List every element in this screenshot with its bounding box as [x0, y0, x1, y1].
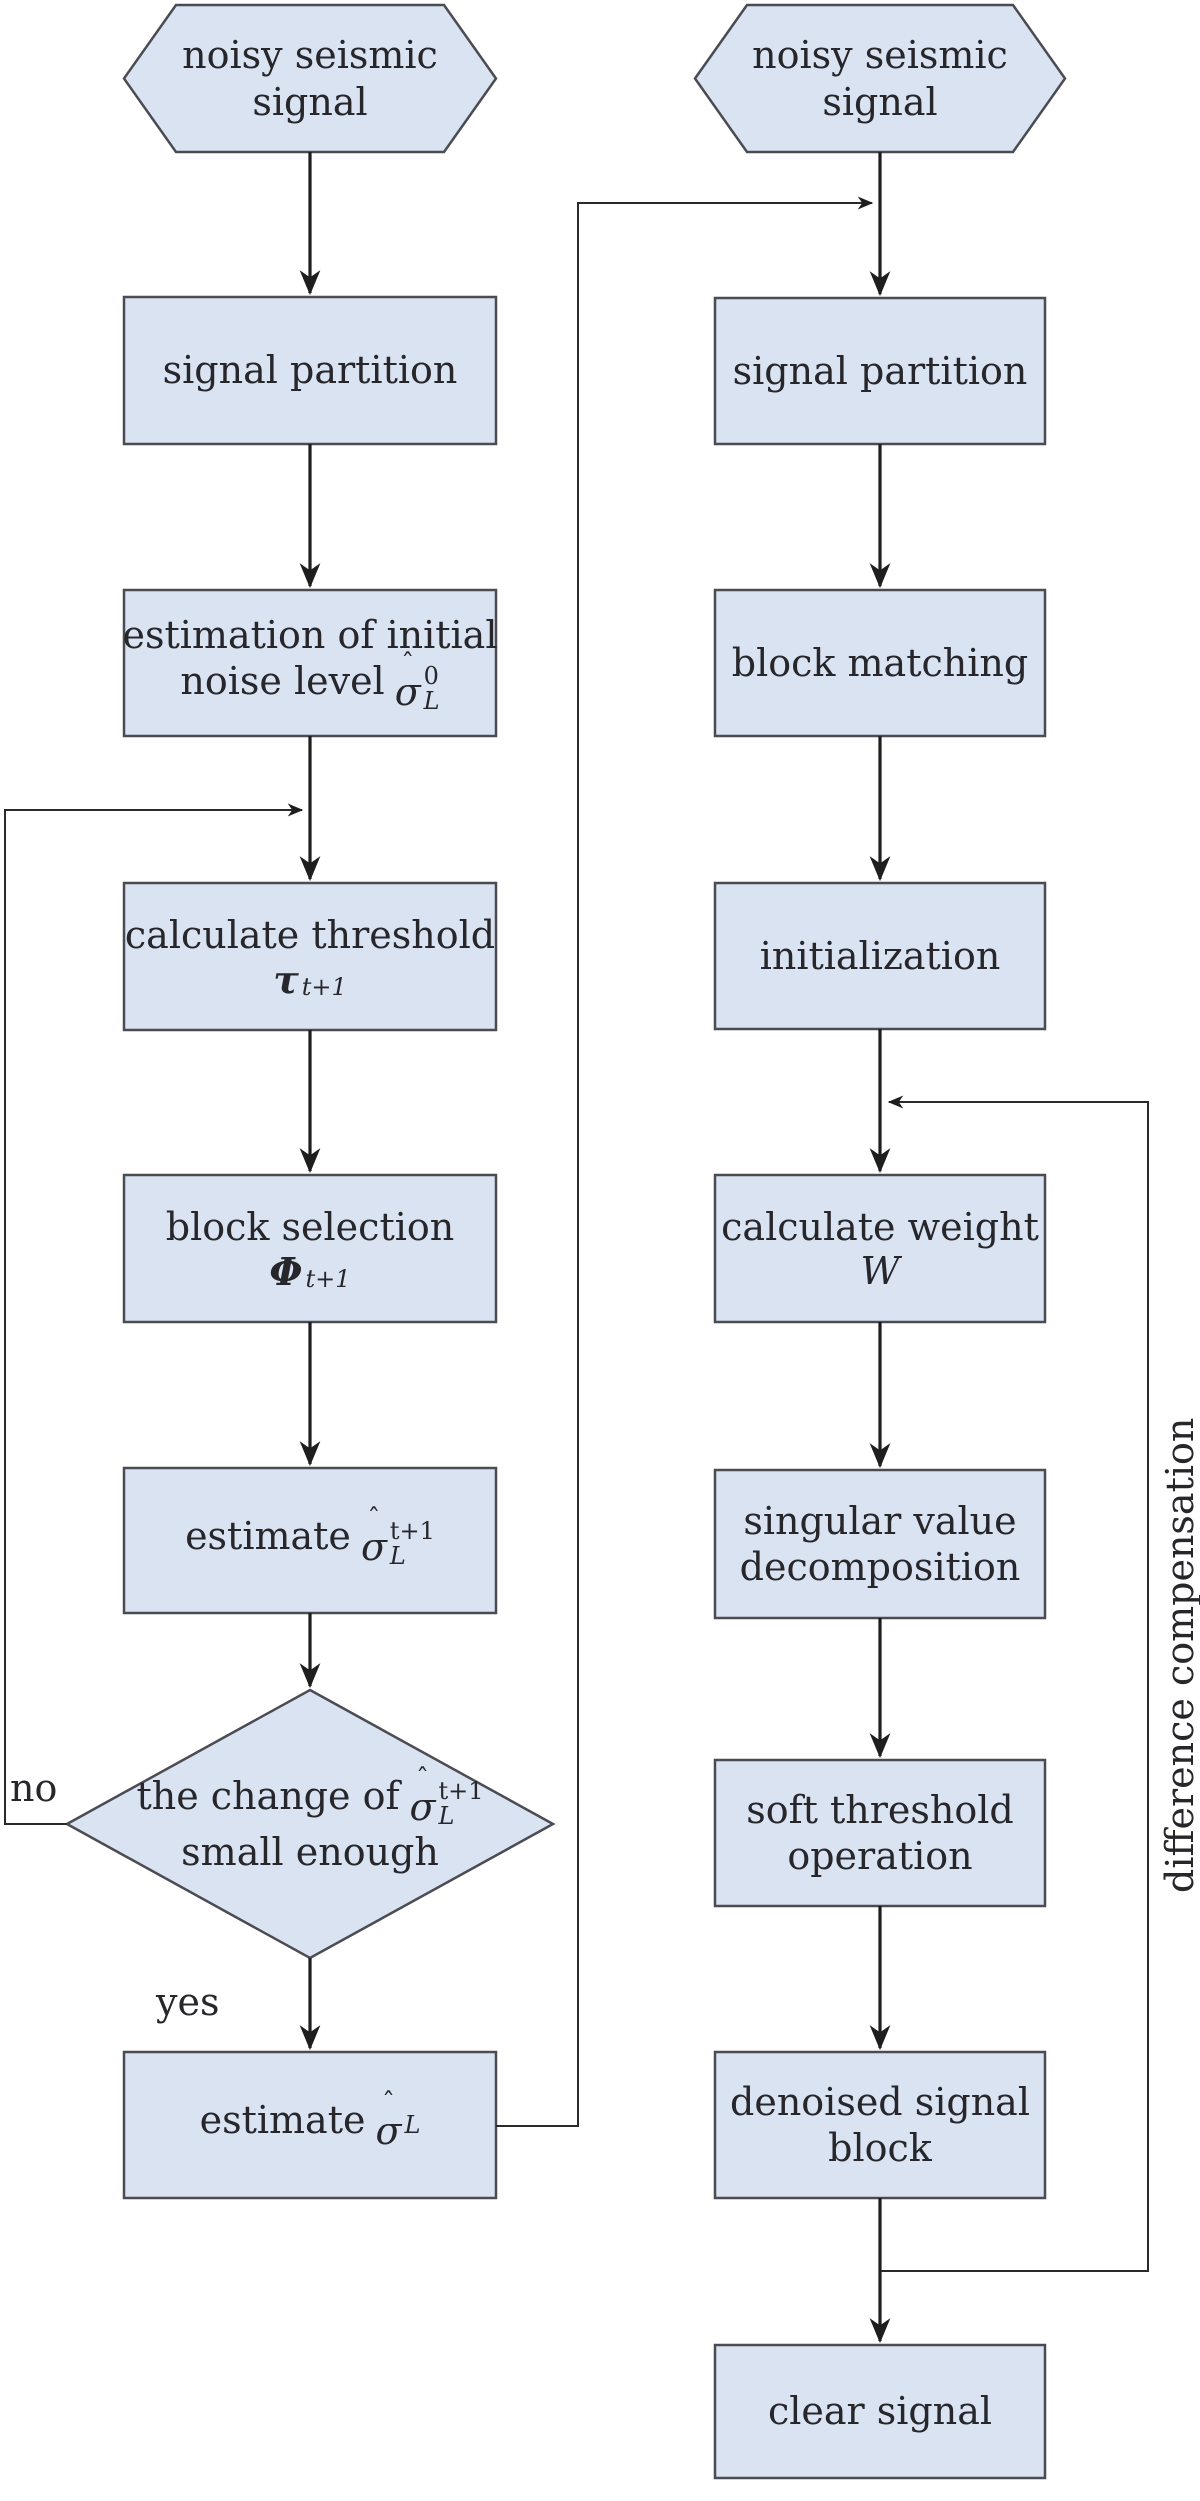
left-estimate-sigma-t1-box: [122, 1466, 498, 1615]
left-calculate-threshold-box: [122, 881, 498, 1032]
right-soft-threshold-box: [713, 1758, 1047, 1908]
decision-diamond-label: the change of ˆ σ t+1 L small enough: [136, 1763, 484, 1874]
right-block-matching-label: block matching: [731, 640, 1029, 685]
right-initialization-label: initialization: [759, 933, 1001, 978]
phi-symbol: Φ: [269, 1248, 303, 1294]
difference-compensation-label: difference compensation: [1158, 1417, 1200, 1893]
no-loop-connector: [4, 803, 304, 1825]
sigma-hat-symbol: ˆ σ: [394, 649, 421, 715]
tau-symbol: τ: [273, 956, 299, 1002]
sigma-hat-symbol: ˆ σ: [409, 1763, 436, 1829]
right-svd-label: singular value decomposition: [739, 1498, 1021, 1589]
right-signal-partition-box: [713, 296, 1047, 446]
left-calculate-threshold-label: calculate threshold τ t+1: [124, 913, 496, 1002]
left-start-hexagon-label: noisy seismic signal: [182, 33, 438, 124]
sigma-hat-symbol: ˆ σ: [360, 1503, 387, 1569]
left-block-selection-box: [122, 1173, 498, 1324]
left-signal-partition-box: [122, 295, 498, 446]
weight-symbol: W: [860, 1248, 900, 1293]
left-estimate-sigma-label: estimate ˆ σ L: [199, 2088, 421, 2154]
right-clear-signal-box: [713, 2343, 1047, 2480]
left-signal-partition-label: signal partition: [162, 348, 458, 393]
right-start-hexagon-label: noisy seismic signal: [752, 33, 1008, 124]
right-signal-partition-label: signal partition: [732, 348, 1028, 393]
right-soft-threshold-label: soft threshold operation: [746, 1787, 1014, 1878]
right-calculate-weight-box: [713, 1173, 1047, 1324]
sigma-hat-symbol: ˆ σ: [375, 2088, 402, 2154]
left-estimate-sigma-t1-label: estimate ˆ σ t+1 L: [185, 1503, 435, 1570]
left-start-hexagon: [122, 3, 498, 154]
right-start-hexagon: [693, 3, 1067, 154]
difference-compensation-loop: [881, 1095, 1149, 2272]
sigma-superscript-subscript: 0 L: [423, 662, 440, 716]
right-svd-box: [713, 1468, 1047, 1620]
sigma-to-right-column-connector: [496, 196, 874, 2127]
no-branch-label: no: [10, 1766, 58, 1810]
yes-branch-label: yes: [156, 1980, 220, 2024]
left-block-selection-label: block selection Φ t+1: [165, 1205, 455, 1294]
right-block-matching-box: [713, 588, 1047, 738]
left-noise-estimation-label: estimation of initial noise level ˆ σ 0 …: [122, 612, 498, 716]
right-clear-signal-label: clear signal: [767, 2389, 993, 2434]
sigma-superscript-subscript: t+1 L: [389, 1516, 435, 1570]
right-denoised-block-label: denoised signal block: [730, 2079, 1030, 2170]
right-calculate-weight-label: calculate weight W: [721, 1205, 1039, 1293]
sigma-superscript-subscript: t+1 L: [438, 1776, 484, 1831]
